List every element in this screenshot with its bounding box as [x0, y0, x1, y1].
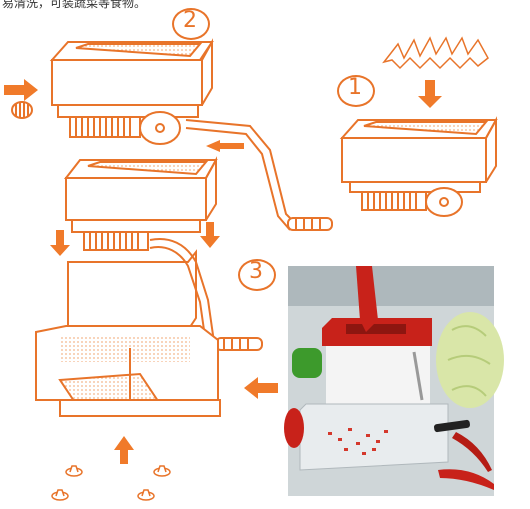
crank-handle — [185, 119, 333, 231]
step-1-ring — [337, 75, 375, 107]
step-3-label: 3 — [249, 259, 263, 284]
step-1-label: 1 — [348, 75, 362, 100]
side-knob — [11, 101, 33, 119]
step-3-ring — [238, 259, 276, 291]
step-2-ring — [172, 8, 210, 40]
step-2-chopper-head — [49, 38, 214, 145]
step-1-food-pieces — [382, 36, 489, 70]
suction-feet — [51, 465, 171, 501]
arrows — [4, 79, 442, 464]
step-2-label: 2 — [183, 8, 197, 33]
step-3-assembled-chopper — [35, 156, 263, 417]
step-1-chopper-unit — [339, 116, 498, 217]
product-photo — [284, 266, 504, 496]
caption-text: 易清洗，可装蔬菜等食物。 — [2, 0, 147, 10]
